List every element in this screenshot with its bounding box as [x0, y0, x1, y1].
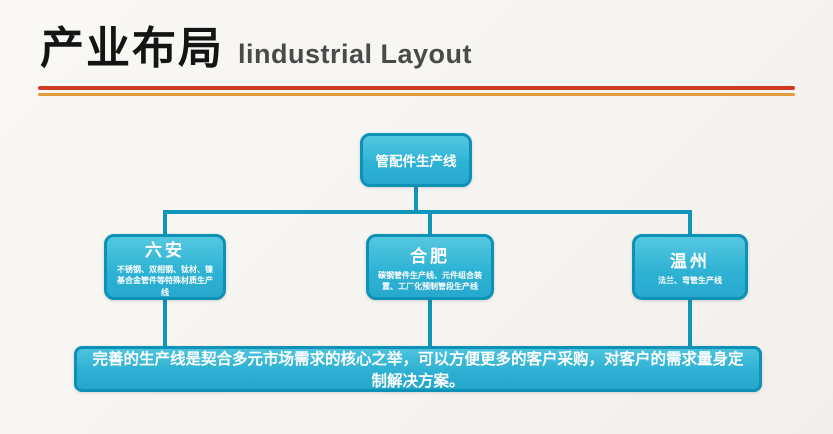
node-wenzhou-name: 温州	[670, 252, 710, 272]
node-luan: 六安 不锈钢、双相钢、钛材、镍基合金管件等特殊材质生产线	[104, 234, 226, 300]
title-chinese: 产业布局	[40, 24, 224, 73]
page-title: 产业布局 lindustrial Layout	[40, 12, 472, 76]
node-root-pipe-fittings: 管配件生产线	[360, 133, 472, 187]
connector-wenzhou-to-summary	[688, 298, 692, 350]
node-hefei: 合肥 碳钢管件生产线、元件组合装置、工厂化预制管段生产线	[366, 234, 494, 300]
connector-stub-hefei	[428, 210, 432, 238]
connector-root-stub	[414, 186, 418, 214]
title-english: lindustrial Layout	[238, 39, 473, 69]
summary-text: 完善的生产线是契合多元市场需求的核心之举，可以方便更多的客户采购，对客户的需求量…	[92, 351, 744, 390]
connector-stub-luan	[163, 210, 167, 238]
connector-stub-wenzhou	[688, 210, 692, 238]
node-luan-desc: 不锈钢、双相钢、钛材、镍基合金管件等特殊材质生产线	[117, 265, 213, 297]
node-root-label: 管配件生产线	[375, 154, 457, 169]
node-hefei-name: 合肥	[410, 246, 450, 266]
node-wenzhou-desc: 法兰、弯管生产线	[658, 276, 722, 286]
connector-luan-to-summary	[163, 298, 167, 350]
node-luan-name: 六安	[145, 241, 185, 261]
connector-horizontal-rail	[163, 210, 692, 214]
divider-red	[38, 86, 795, 90]
divider-orange	[38, 93, 795, 96]
node-hefei-desc: 碳钢管件生产线、元件组合装置、工厂化预制管段生产线	[378, 270, 482, 291]
connector-hefei-to-summary	[428, 298, 432, 350]
node-wenzhou: 温州 法兰、弯管生产线	[632, 234, 748, 300]
summary-bar: 完善的生产线是契合多元市场需求的核心之举，可以方便更多的客户采购，对客户的需求量…	[74, 346, 762, 392]
